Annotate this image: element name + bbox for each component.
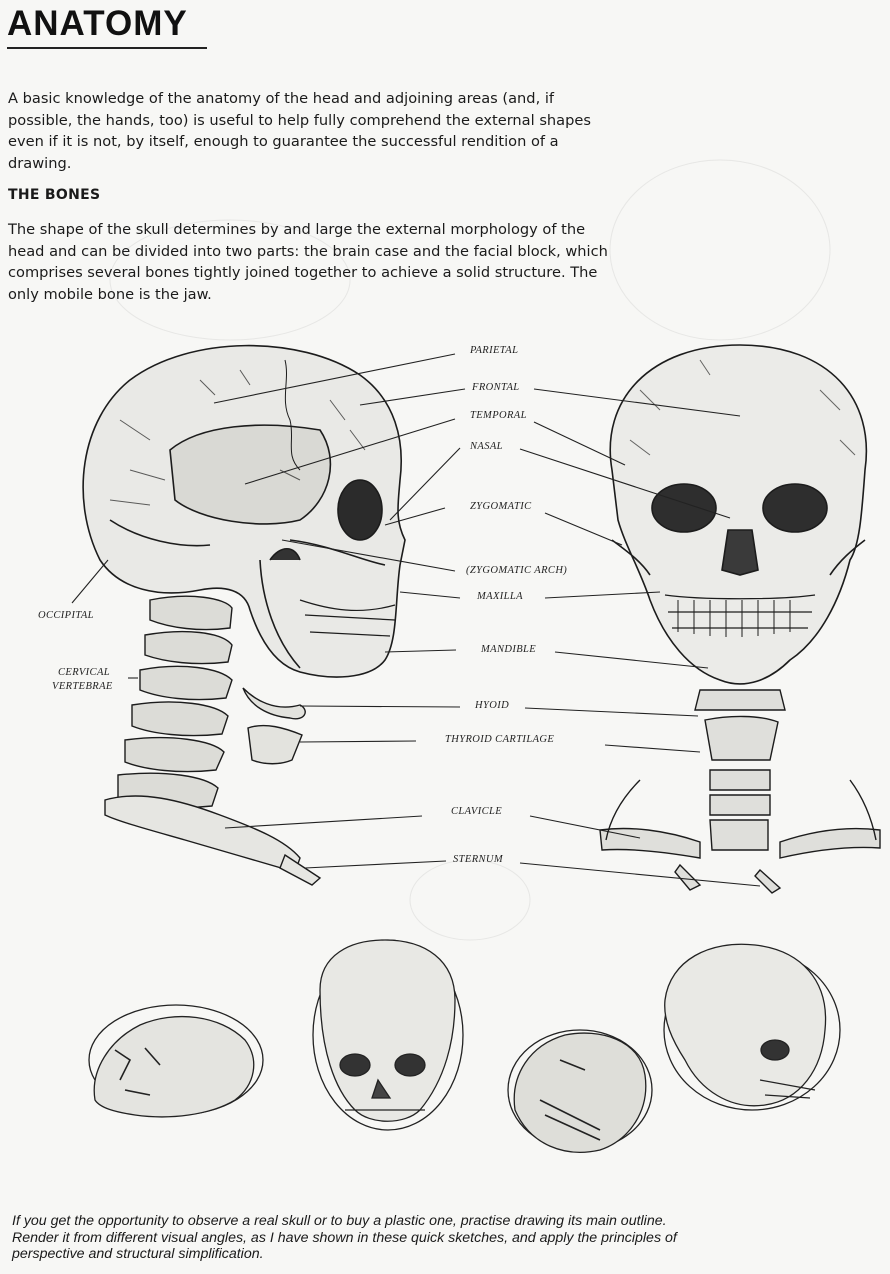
- label-clavicle: CLAVICLE: [451, 806, 502, 817]
- skull-sketch-2: [313, 940, 463, 1130]
- skull-sketches-row: [89, 940, 840, 1152]
- cervical-spine-drawing: [118, 596, 232, 807]
- label-frontal: FRONTAL: [472, 382, 520, 393]
- label-thyroid-cartilage: THYROID CARTILAGE: [445, 734, 554, 745]
- label-vertebrae: VERTEBRAE: [52, 681, 113, 692]
- label-sternum: STERNUM: [453, 854, 503, 865]
- label-mandible: MANDIBLE: [481, 644, 536, 655]
- label-maxilla: MAXILLA: [477, 591, 523, 602]
- skull-sketch-3: [508, 1030, 652, 1152]
- hyoid-thyroid-pieces: [243, 688, 305, 764]
- label-zygomatic: ZYGOMATIC: [470, 501, 532, 512]
- label-zygomatic-arch: (ZYGOMATIC ARCH): [466, 565, 567, 576]
- label-hyoid: HYOID: [475, 700, 509, 711]
- clavicle-sternum-profile: [105, 796, 320, 885]
- skull-profile-drawing: [83, 346, 405, 677]
- label-nasal: NASAL: [470, 441, 503, 452]
- label-occipital: OCCIPITAL: [38, 610, 94, 621]
- label-parietal: PARIETAL: [470, 345, 518, 356]
- skull-sketch-1: [89, 1005, 263, 1117]
- caption-text: If you get the opportunity to observe a …: [12, 1213, 692, 1263]
- label-cervical: CERVICAL: [58, 667, 110, 678]
- skull-front-drawing: [610, 345, 866, 684]
- label-temporal: TEMPORAL: [470, 410, 527, 421]
- front-neck-clavicles: [600, 690, 880, 893]
- skull-sketch-4: [664, 944, 840, 1110]
